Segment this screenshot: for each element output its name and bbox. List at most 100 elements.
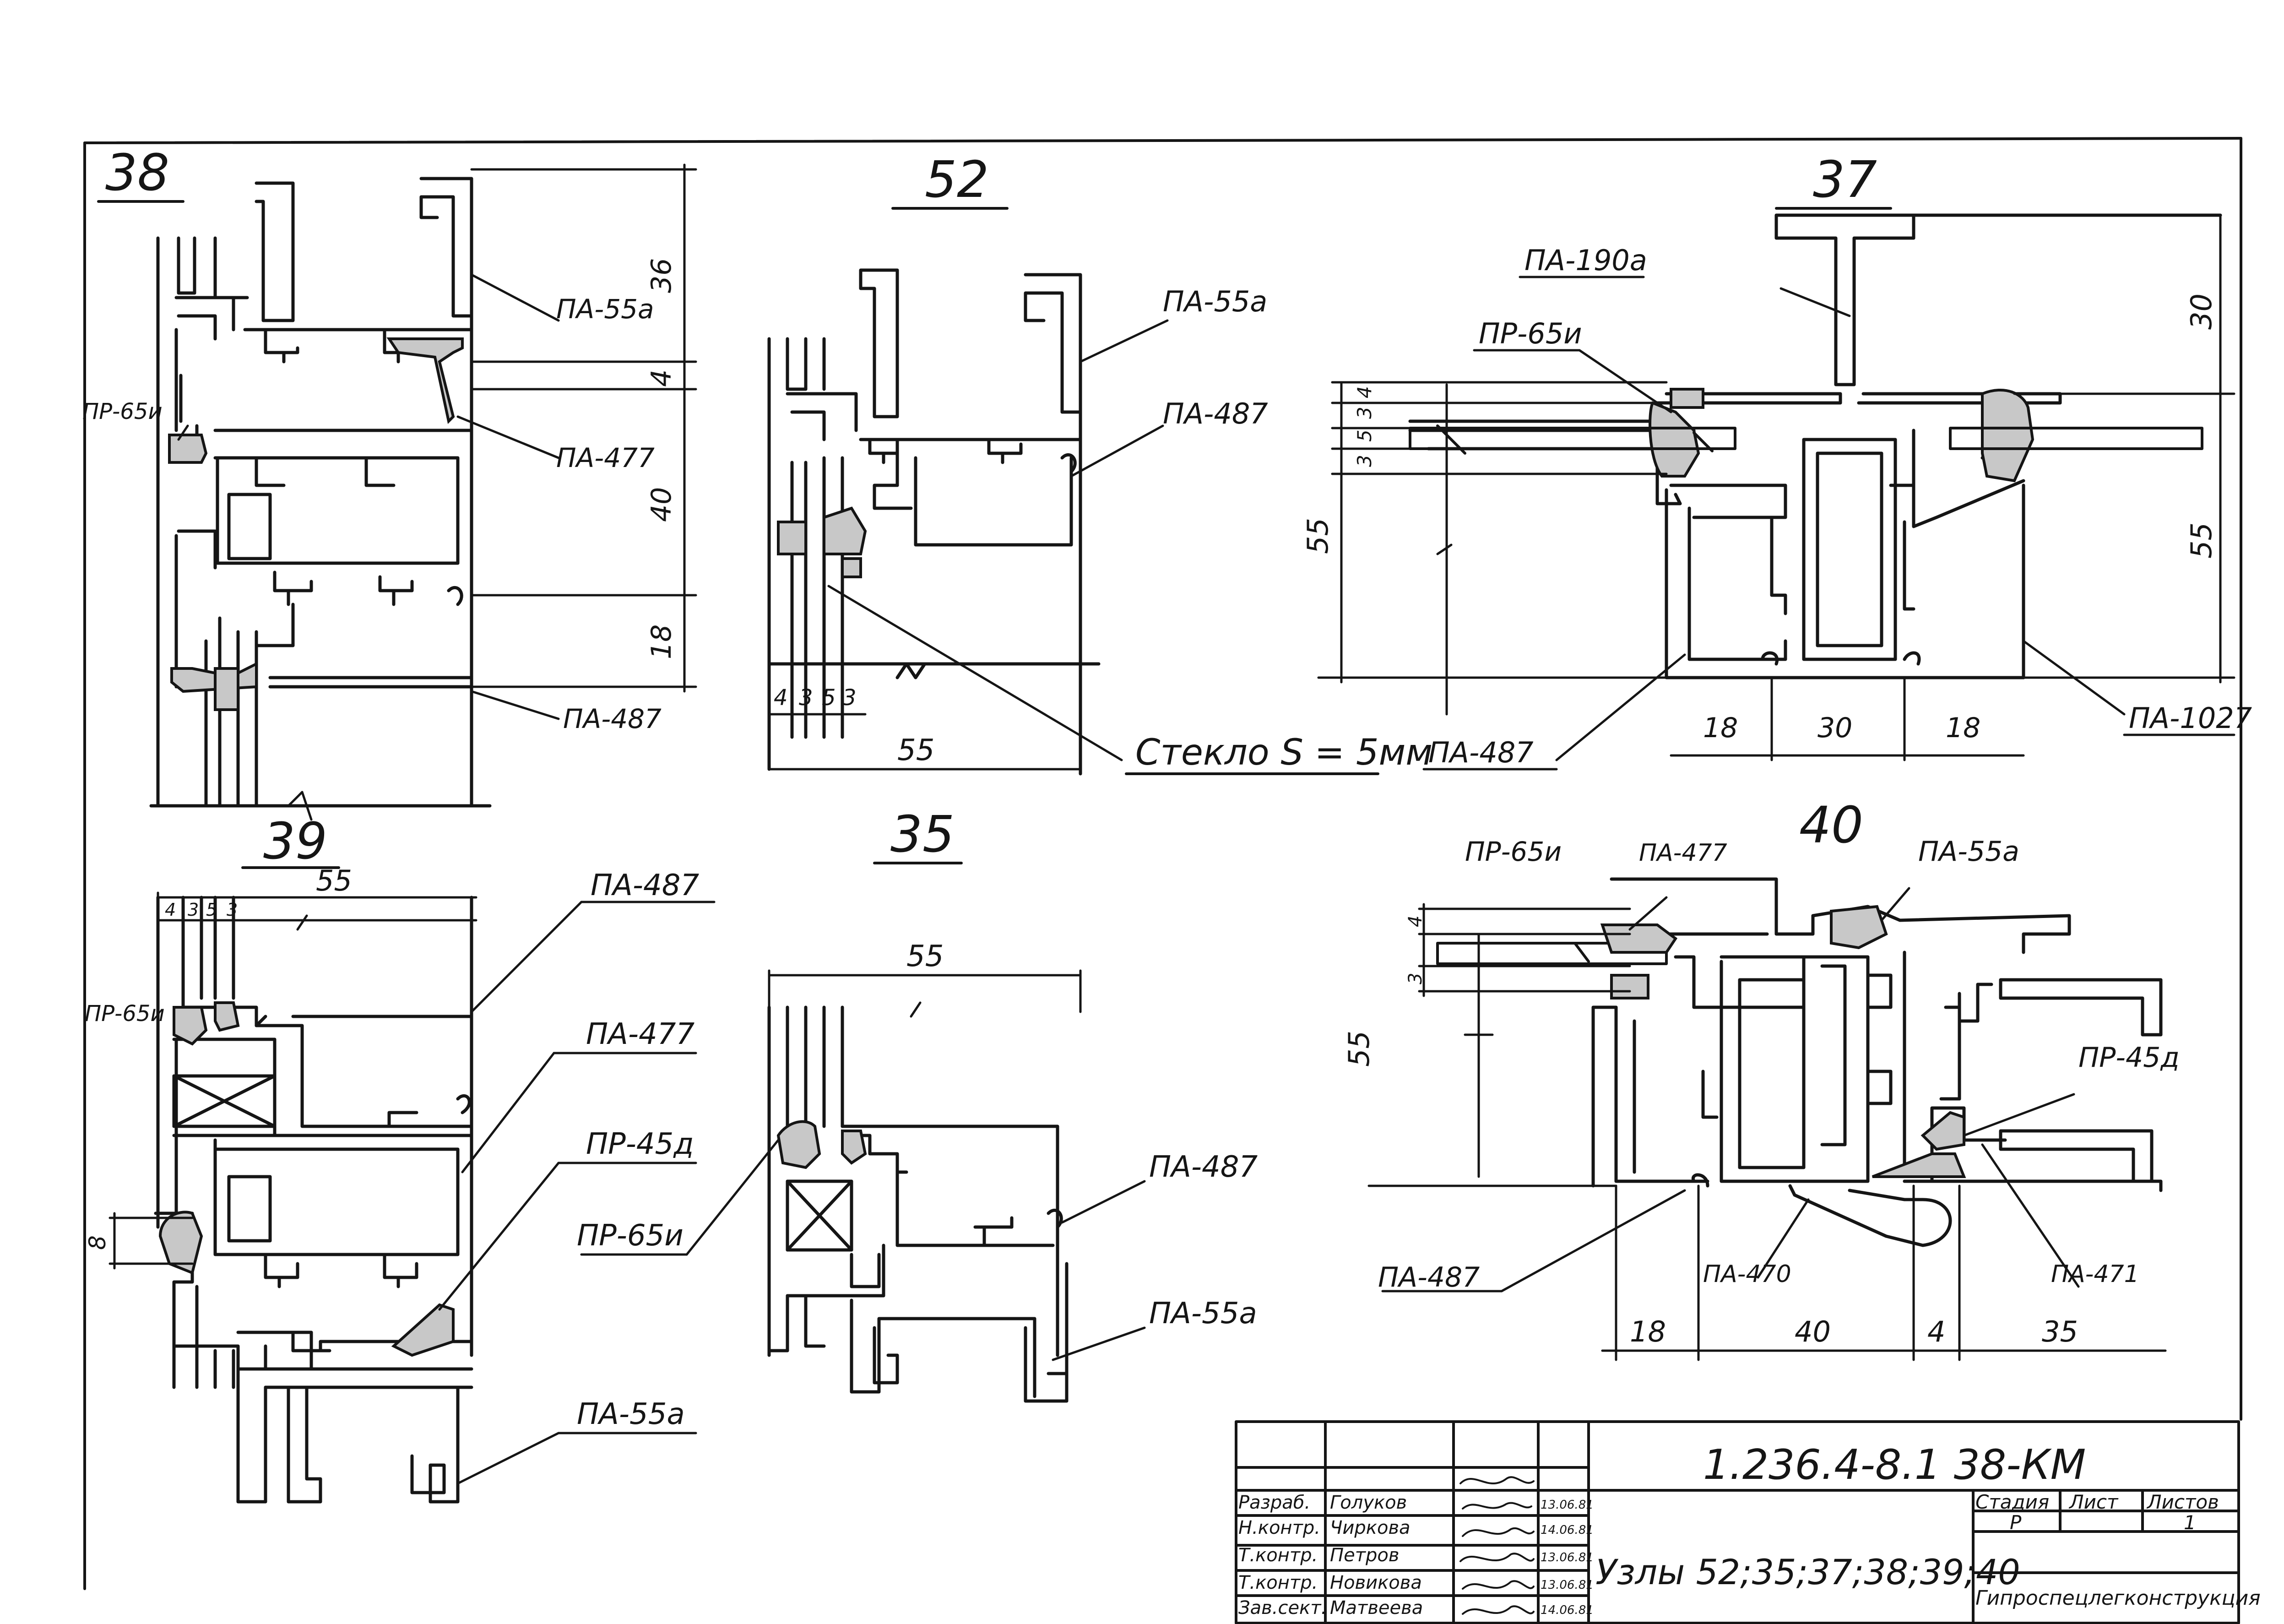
detail-35-spacer-block	[786, 1179, 853, 1252]
staff-role: Зав.сект.	[1238, 1597, 1327, 1619]
title-block	[1235, 1420, 2240, 1624]
detail-38-label-pa487: ПА-487	[563, 703, 662, 734]
detail-37-dim-55-right: 55	[2185, 522, 2218, 559]
detail-52-profile	[767, 268, 1101, 776]
detail-40-dim-35: 35	[2042, 1315, 2078, 1348]
detail-52-label-pa487: ПА-487	[1163, 397, 1268, 430]
detail-37-dim-30-mid: 30	[1817, 712, 1852, 744]
detail-38-title: 38	[105, 143, 169, 202]
detail-35-label-pa487: ПА-487	[1149, 1150, 1258, 1184]
detail-35: 35	[577, 805, 1258, 1403]
detail-40-dim-18: 18	[1630, 1315, 1666, 1348]
detail-39-dim-3b: 3	[227, 900, 238, 920]
detail-52-dim-4: 4	[774, 685, 788, 711]
detail-35-gaskets	[776, 1120, 867, 1169]
detail-35-label-pa55a: ПА-55а	[1149, 1297, 1257, 1331]
detail-39-dim-55: 55	[316, 864, 352, 897]
detail-39-dim-3a: 3	[188, 900, 199, 920]
staff-name: Матвеева	[1330, 1597, 1423, 1619]
detail-40-label-pa487: ПА-487	[1378, 1261, 1480, 1293]
detail-40-dim-55: 55	[1342, 1031, 1376, 1067]
detail-35-dim-55: 55	[906, 940, 944, 973]
detail-40: 40	[1342, 796, 2180, 1361]
stage-header: Стадия	[1975, 1491, 2049, 1513]
detail-39-dim-5: 5	[206, 900, 217, 920]
detail-38-dim-4: 4	[646, 369, 678, 387]
detail-37-dim-5: 5	[1353, 429, 1376, 442]
staff-role: Т.контр.	[1238, 1572, 1318, 1593]
staff-name: Новикова	[1330, 1572, 1422, 1593]
detail-39-dim-8: 8	[84, 1235, 111, 1250]
detail-35-title: 35	[890, 805, 955, 864]
staff-date: 13.06.81	[1541, 1551, 1594, 1564]
detail-52-dim-5: 5	[822, 685, 836, 711]
detail-38-gaskets	[168, 337, 464, 711]
detail-52-dim-3a: 3	[799, 685, 813, 711]
detail-38-dimensions	[177, 163, 697, 821]
detail-38-dim-40: 40	[646, 487, 678, 522]
detail-38-label-pr65i: ПР-65и	[82, 399, 163, 424]
detail-39-label-pr45d: ПР-45д	[586, 1127, 694, 1161]
detail-40-gaskets	[1600, 905, 1966, 1178]
staff-date: 13.06.81	[1541, 1498, 1594, 1512]
glass-note: Стекло S = 5мм	[1135, 732, 1432, 773]
detail-37-dim-4: 4	[1353, 386, 1376, 398]
detail-37-profile	[1408, 213, 2222, 679]
detail-40-dim-4: 4	[1405, 916, 1426, 927]
staff-date: 14.06.81	[1541, 1523, 1594, 1537]
detail-38: 38	[82, 143, 697, 821]
organization: Гипроспецлегконструкция	[1975, 1586, 2261, 1610]
sheet-frame	[83, 137, 2242, 1590]
staff-name: Чиркова	[1330, 1517, 1411, 1538]
detail-39-title: 39	[263, 812, 327, 870]
staff-name: Петров	[1330, 1545, 1399, 1566]
detail-40-label-pr45d: ПР-45д	[2078, 1042, 2180, 1074]
detail-40-dim-4b: 4	[1927, 1315, 1945, 1348]
sheet-header: Лист	[2068, 1491, 2119, 1513]
detail-37-label-pa487: ПА-487	[1428, 736, 1534, 769]
detail-37-dim-18-right: 18	[1946, 712, 1980, 744]
signature-scribbles	[1459, 1476, 1535, 1615]
detail-35-dimensions	[580, 969, 1146, 1361]
detail-40-title: 40	[1799, 796, 1863, 854]
detail-40-label-pa470: ПА-470	[1703, 1260, 1791, 1288]
detail-40-label-pa55a: ПА-55а	[1918, 836, 2019, 868]
detail-38-dim-36: 36	[646, 258, 678, 293]
detail-39-dim-4: 4	[165, 900, 176, 920]
sheets-value: 1	[2184, 1511, 2196, 1534]
detail-39: 39	[84, 812, 716, 1504]
staff-role: Разраб.	[1238, 1492, 1310, 1513]
detail-39-label-pr65i: ПР-65и	[85, 1001, 165, 1027]
detail-39-label-pa487: ПА-487	[591, 869, 699, 902]
detail-35-label-pr65i: ПР-65и	[577, 1219, 684, 1253]
detail-40-profile	[1591, 877, 2163, 1247]
detail-39-dimensions	[109, 891, 716, 1485]
detail-52: 52	[767, 150, 1432, 776]
detail-39-gaskets	[158, 1001, 455, 1357]
detail-37-title: 37	[1813, 150, 1877, 209]
detail-40-label-pa477: ПА-477	[1639, 839, 1727, 867]
detail-38-label-pa55a: ПА-55а	[556, 293, 654, 325]
detail-52-gaskets	[777, 506, 867, 578]
staff-date: 14.06.81	[1541, 1603, 1594, 1617]
detail-37-dim-30: 30	[2185, 293, 2218, 330]
detail-40-dim-40: 40	[1795, 1315, 1831, 1348]
detail-39-spacer-block	[172, 1074, 277, 1128]
detail-38-profile	[149, 177, 492, 808]
sheet-title: Узлы 52;35;37;38;39;40	[1595, 1552, 2020, 1592]
detail-37: 37	[1301, 150, 2252, 771]
detail-35-profile	[767, 1005, 1069, 1403]
detail-52-dim-55: 55	[897, 733, 934, 767]
detail-38-label-pa477: ПА-477	[556, 442, 655, 473]
staff-rows: Разраб. Голуков 13.06.81 Н.контр. Чирков…	[1238, 1492, 1594, 1619]
detail-37-label-pa1027: ПА-1027	[2129, 701, 2252, 735]
detail-38-dim-18: 18	[646, 625, 678, 659]
detail-52-label-pa55a: ПА-55а	[1163, 285, 1267, 318]
detail-37-dimensions	[1317, 214, 2235, 761]
detail-37-dim-3b: 3	[1353, 455, 1376, 467]
detail-37-dim-18-left: 18	[1703, 712, 1738, 744]
staff-role: Н.контр.	[1238, 1517, 1320, 1538]
staff-name: Голуков	[1330, 1492, 1407, 1513]
detail-40-label-pr65i: ПР-65и	[1465, 836, 1562, 867]
